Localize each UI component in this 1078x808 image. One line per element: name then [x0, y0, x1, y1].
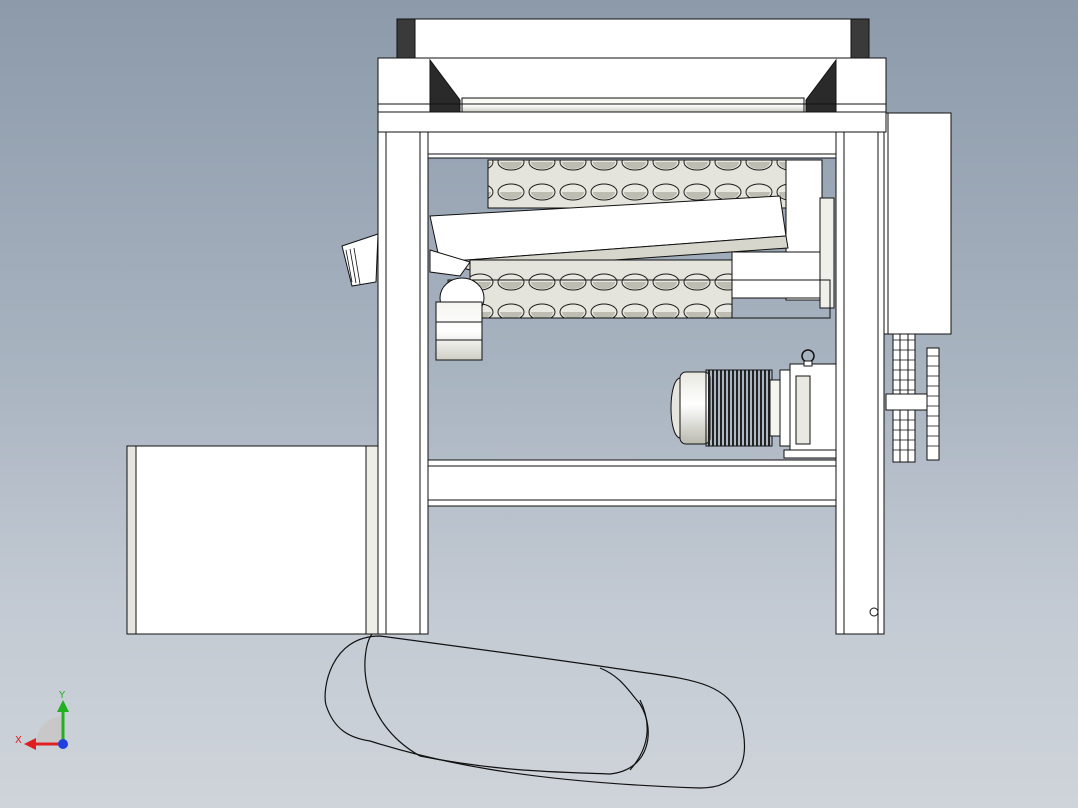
hopper[interactable]	[377, 18, 887, 115]
coordinate-triad[interactable]: Y X	[15, 690, 69, 750]
triad-y-label: Y	[58, 690, 66, 701]
frame-right-post[interactable]	[835, 111, 885, 635]
chain-sprocket-drive[interactable]	[885, 333, 940, 463]
perforated-drum-lower[interactable]	[435, 251, 831, 361]
eye-bolt[interactable]	[801, 349, 815, 367]
side-bin[interactable]	[126, 445, 379, 635]
frame-left-post[interactable]	[377, 111, 429, 635]
z-axis-dot	[58, 739, 68, 749]
triad-x-label: X	[15, 735, 22, 746]
gearbox-cover[interactable]	[883, 112, 952, 335]
outlet-conveyor-belt[interactable]	[324, 633, 745, 789]
gear-motor[interactable]	[670, 363, 837, 459]
bottom-crossbar[interactable]	[427, 459, 837, 507]
top-crossbar[interactable]	[377, 111, 887, 159]
